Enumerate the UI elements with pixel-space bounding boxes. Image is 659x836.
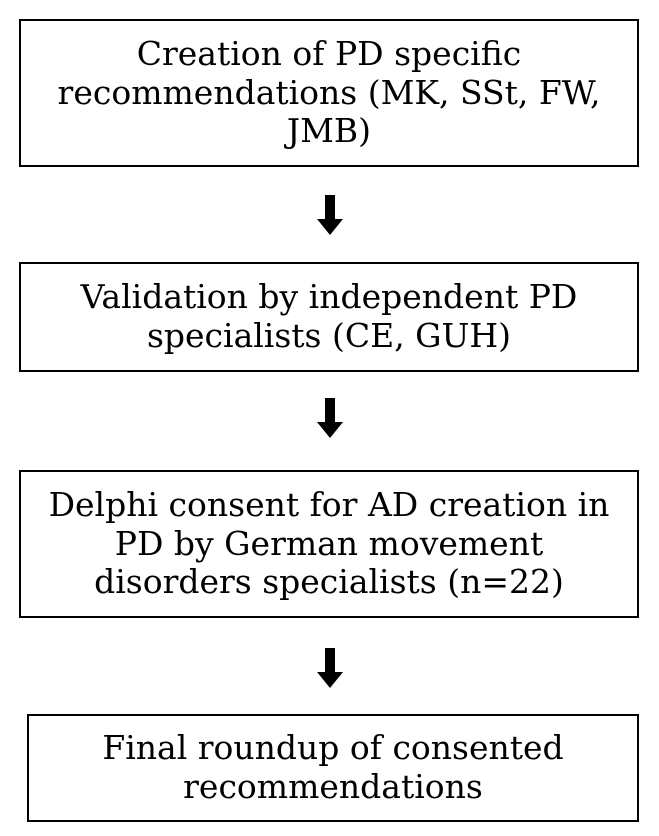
down-arrow-icon [317, 195, 343, 235]
step-line: specialists (CE, GUH) [146, 316, 512, 355]
step-line: recommendations [183, 767, 483, 806]
step-text: Delphi consent for AD creation in PD by … [48, 484, 610, 603]
down-arrow-icon [317, 648, 343, 688]
step-box-delphi-consent: Delphi consent for AD creation in PD by … [19, 470, 639, 618]
step-box-validation: Validation by independent PD specialists… [19, 262, 639, 372]
step-line: recommendations (MK, SSt, FW, [57, 72, 601, 112]
step-line: PD by German movement [114, 523, 544, 563]
step-text: Creation of PD specific recommendations … [57, 33, 601, 152]
step-line: Creation of PD specific [136, 33, 522, 73]
step-line: JMB) [286, 111, 372, 151]
step-text: Validation by independent PD specialists… [80, 277, 578, 356]
step-line: Delphi consent for AD creation in [48, 484, 610, 524]
down-arrow-icon [317, 398, 343, 438]
step-text: Final roundup of consented recommendatio… [102, 728, 564, 807]
step-box-creation: Creation of PD specific recommendations … [19, 19, 639, 167]
step-line: disorders specialists (n=22) [94, 562, 564, 602]
step-box-final-roundup: Final roundup of consented recommendatio… [27, 714, 639, 822]
step-line: Validation by independent PD [80, 277, 578, 317]
step-line: Final roundup of consented [102, 728, 564, 768]
